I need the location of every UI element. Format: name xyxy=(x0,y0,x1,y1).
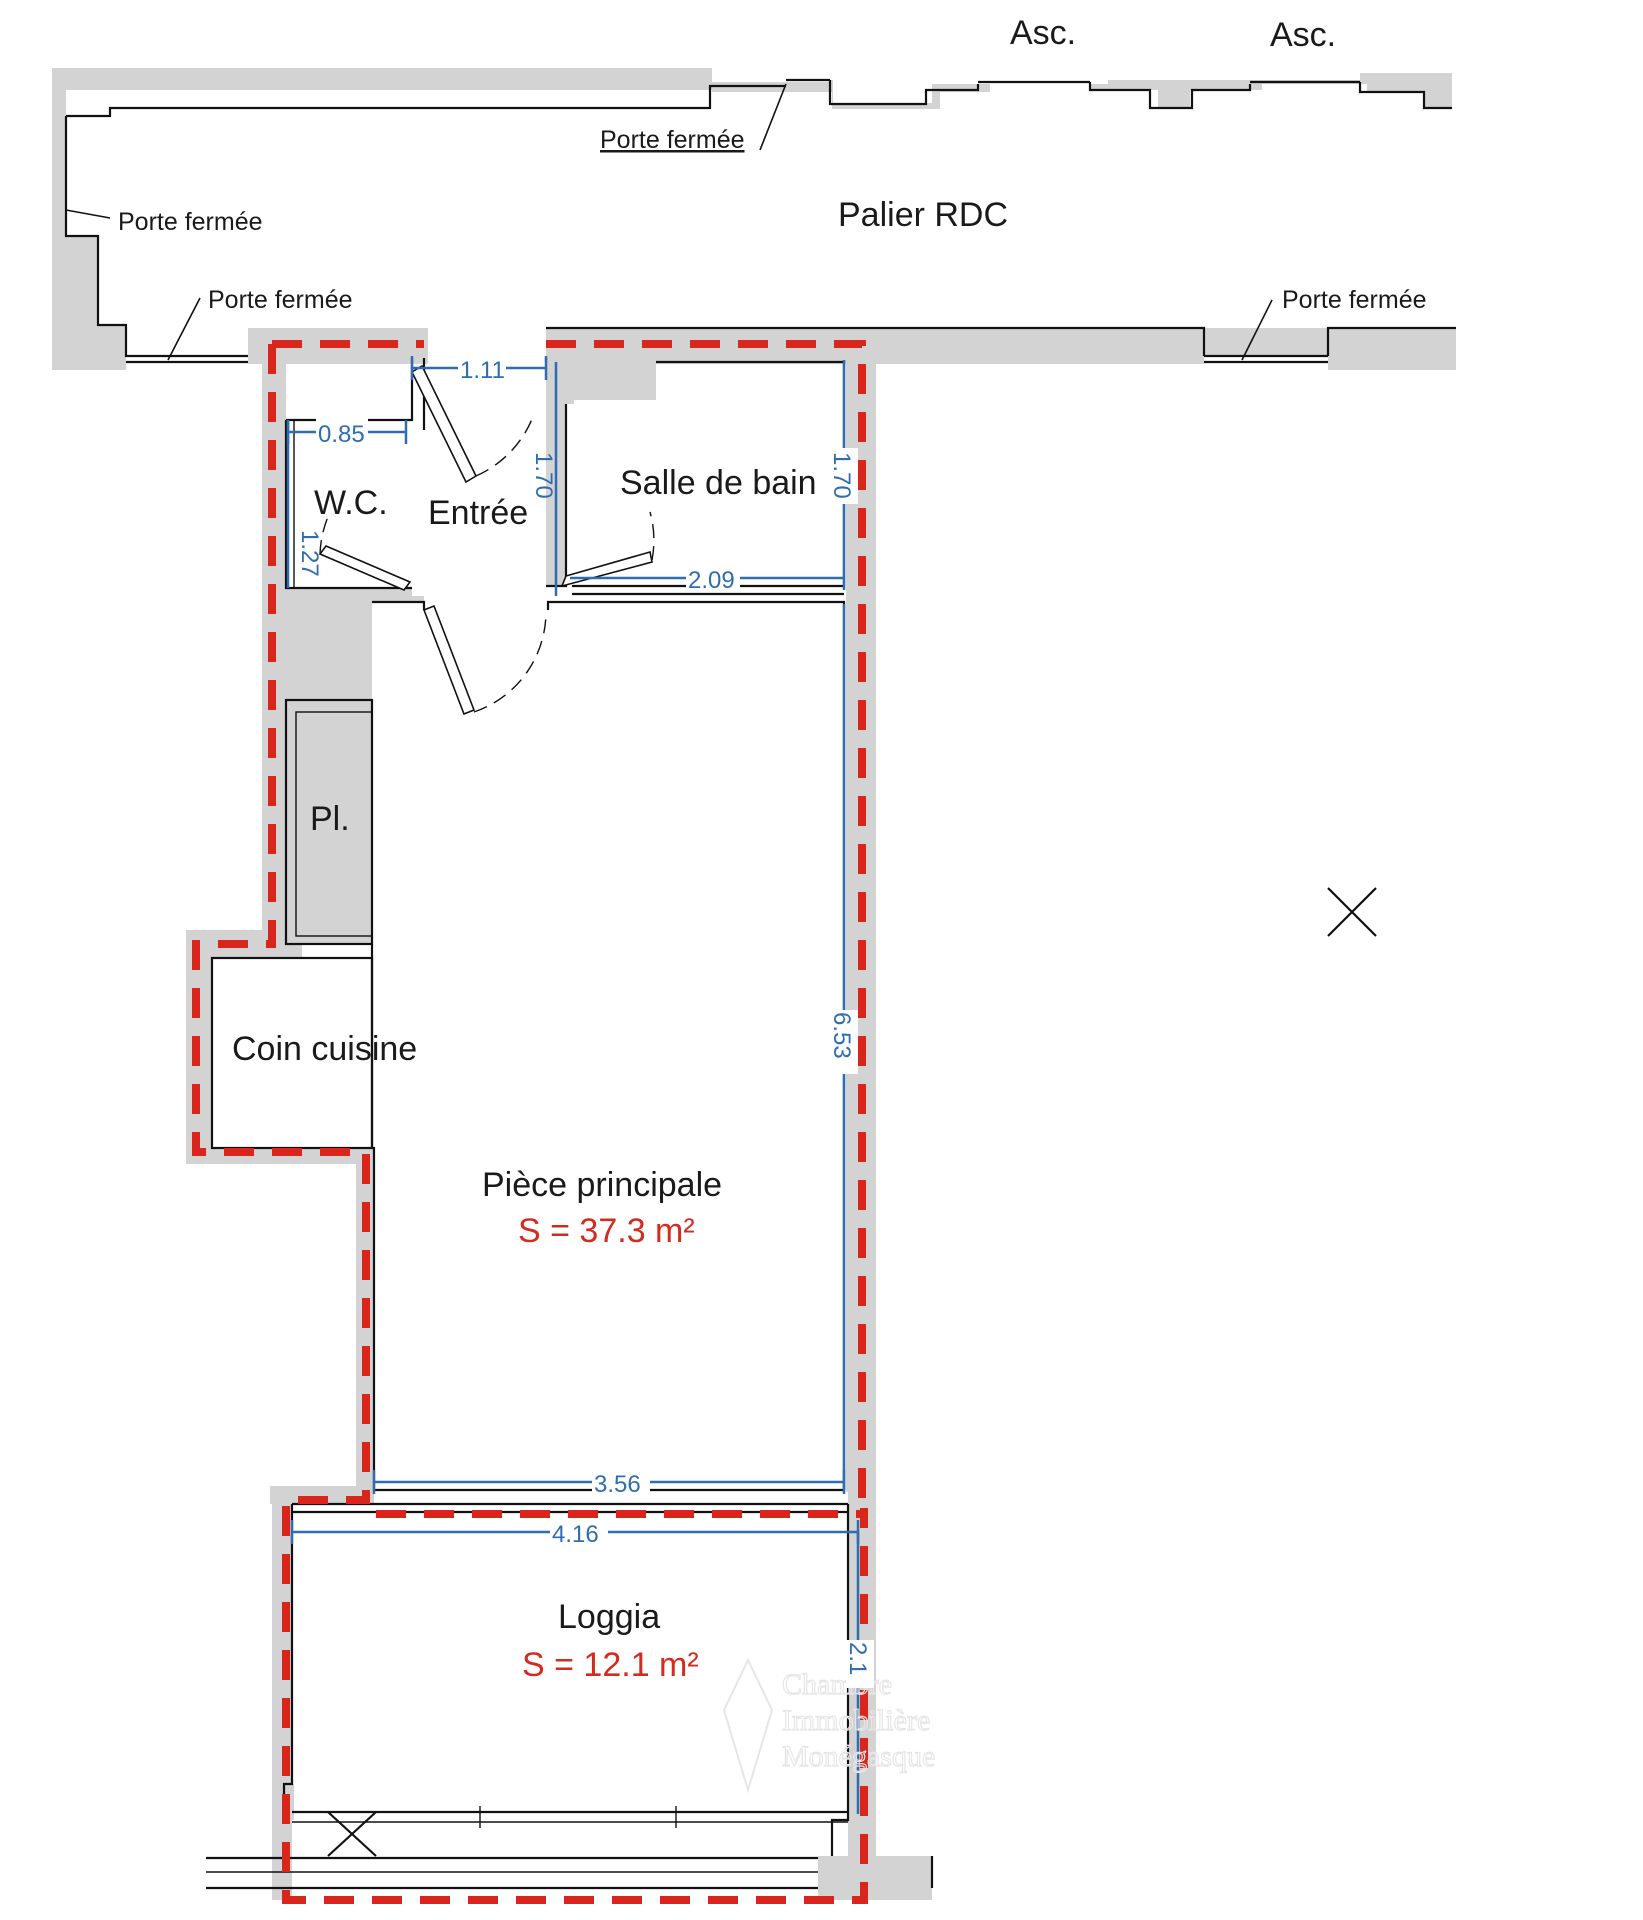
landing-label: Palier RDC xyxy=(838,196,1008,234)
main-room-area: S = 37.3 m² xyxy=(518,1212,695,1250)
dim-wc-depth: 1.27 xyxy=(296,530,323,577)
dim-loggia-depth: 2.1 xyxy=(844,1642,871,1675)
elevator-label-1: Asc. xyxy=(1010,14,1076,52)
landing-walls xyxy=(52,68,1456,370)
loggia-area: S = 12.1 m² xyxy=(522,1646,699,1684)
loggia-label: Loggia xyxy=(558,1598,660,1636)
watermark: Chambre Immobilière Monégasque xyxy=(722,1657,936,1794)
closed-door-label-right: Porte fermée xyxy=(1282,286,1427,314)
watermark-line-1: Chambre xyxy=(782,1668,892,1701)
entree-label: Entrée xyxy=(428,494,528,532)
closet-label: Pl. xyxy=(310,800,350,838)
elevator-label-2: Asc. xyxy=(1270,16,1336,54)
dim-bath-width: 2.09 xyxy=(688,567,735,594)
dim-entree-depth: 1.70 xyxy=(530,452,557,499)
bathroom-label: Salle de bain xyxy=(620,464,817,502)
main-room-label: Pièce principale xyxy=(482,1166,722,1204)
dimension-labels: 1.11 0.85 1.27 1.70 1.70 2.09 6.53 3.56 … xyxy=(296,354,874,1688)
room-labels: Asc. Asc. Palier RDC Porte fermée Porte … xyxy=(118,14,1427,1684)
watermark-line-2: Immobilière xyxy=(782,1704,930,1737)
surface-boundary xyxy=(192,340,868,1904)
dim-wc-width: 0.85 xyxy=(318,421,365,448)
closed-door-label-lower-left: Porte fermée xyxy=(208,286,353,314)
closed-door-label-left: Porte fermée xyxy=(118,208,263,236)
dim-loggia-width: 4.16 xyxy=(552,1521,599,1548)
watermark-line-3: Monégasque xyxy=(782,1740,935,1773)
kitchen-label: Coin cuisine xyxy=(232,1030,417,1068)
landing-outline xyxy=(64,78,1456,364)
dim-entree-width: 1.11 xyxy=(460,357,505,384)
dim-bath-depth: 1.70 xyxy=(828,452,855,499)
closed-door-label-top: Porte fermée xyxy=(600,126,745,154)
dim-main-depth: 6.53 xyxy=(828,1012,855,1059)
cross-marks xyxy=(327,887,1377,1857)
dim-main-width: 3.56 xyxy=(594,1471,641,1498)
wc-label: W.C. xyxy=(314,484,388,522)
